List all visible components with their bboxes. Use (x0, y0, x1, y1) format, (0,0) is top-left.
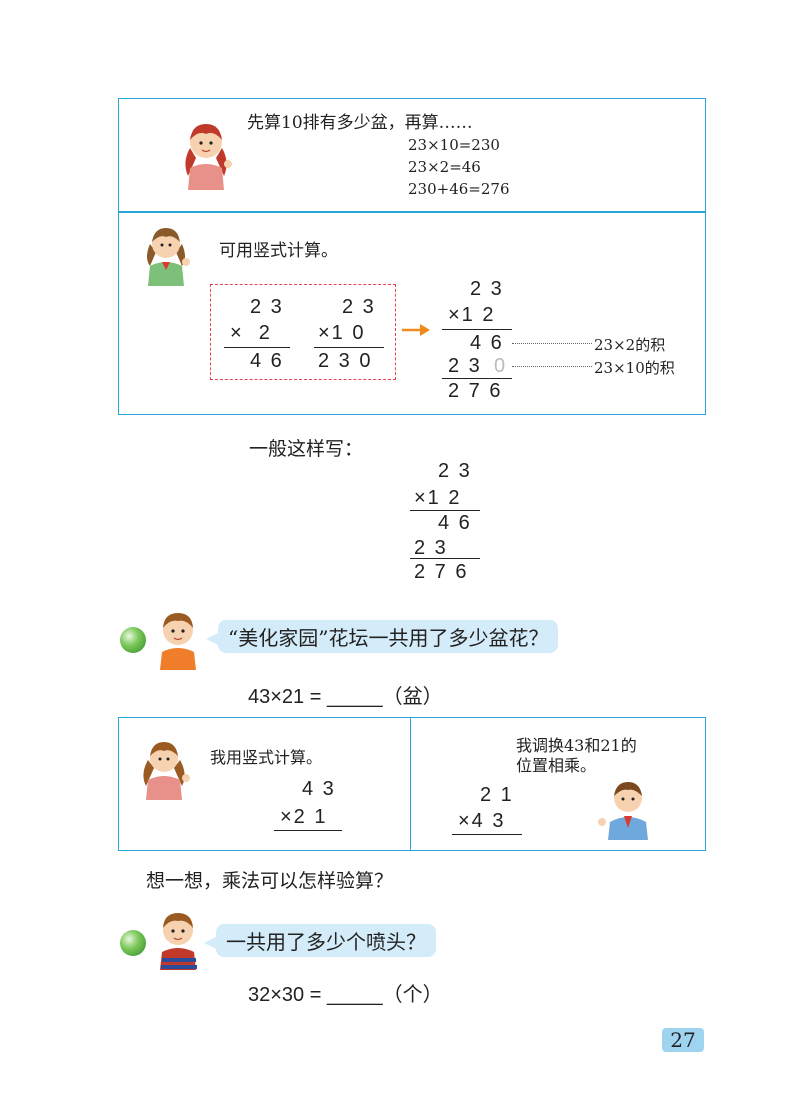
question2-equation: 32×30 = _____（个） (248, 984, 443, 1006)
general-row1: 4 6 (438, 512, 472, 534)
dashed-right-result: 2 3 0 (318, 350, 373, 372)
example-box-3 (118, 717, 706, 851)
box3-left-top: 4 3 (302, 778, 336, 800)
dashed-left-top: 2 3 (250, 296, 284, 318)
globe-icon-2 (120, 930, 146, 956)
vertical-rule-1 (442, 329, 512, 330)
boy-illustration-1 (152, 608, 204, 674)
box3-right-note-2: 位置相乘。 (516, 756, 597, 775)
box3-left-mid: ×2 1 (280, 806, 328, 828)
box2-note: 可用竖式计算。 (219, 241, 338, 261)
girl-illustration-3 (136, 736, 192, 804)
box1-eq1: 23×10=230 (408, 136, 500, 154)
general-mid: ×1 2 (414, 487, 462, 509)
dashed-left-result: 4 6 (250, 350, 284, 372)
box1-eq3: 230+46=276 (408, 180, 510, 198)
question-bubble-2: 一共用了多少个喷头？ (204, 924, 436, 957)
vertical-mid: ×1 2 (448, 304, 496, 326)
box3-right-mid: ×4 3 (458, 810, 506, 832)
arrow-icon (402, 322, 430, 341)
general-title: 一般这样写： (249, 438, 364, 460)
page-number: 27 (662, 1028, 704, 1052)
general-row2: 2 3 (414, 537, 448, 559)
label-23x10: 23×10的积 (594, 359, 675, 377)
dashed-right-rule (314, 347, 384, 348)
box1-eq2: 23×2=46 (408, 158, 481, 176)
dashed-left-mid: × 2 (230, 322, 272, 344)
vertical-sum: 2 7 6 (448, 380, 503, 402)
vertical-row2: 2 3 (448, 355, 482, 377)
think-prompt: 想一想，乘法可以怎样验算？ (146, 870, 394, 892)
box3-divider (410, 717, 411, 851)
girl-illustration-1 (176, 118, 236, 194)
vertical-rule-2 (442, 378, 512, 379)
dashed-calculation-box (210, 284, 396, 380)
globe-icon (120, 627, 146, 653)
box3-left-rule (274, 830, 342, 831)
example-box-1 (118, 98, 706, 212)
dotted-leader-1 (512, 343, 592, 344)
question-bubble-1: “美化家园”花坛一共用了多少盆花？ (205, 620, 559, 653)
box3-right-top: 2 1 (480, 784, 514, 806)
vertical-row1: 4 6 (470, 332, 504, 354)
box3-left-note: 我用竖式计算。 (210, 748, 323, 767)
vertical-row2-zero: 0 (494, 355, 508, 377)
general-rule-2 (410, 558, 480, 559)
box1-note: 先算10排有多少盆，再算…… (247, 113, 473, 133)
question1-equation: 43×21 = _____（盆） (248, 686, 443, 708)
label-23x2: 23×2的积 (594, 336, 666, 354)
boy-illustration-3 (152, 908, 204, 974)
dashed-right-mid: ×1 0 (318, 322, 366, 344)
dashed-left-rule (224, 347, 290, 348)
box3-right-rule (452, 834, 522, 835)
dashed-right-top: 2 3 (342, 296, 376, 318)
dotted-leader-2 (512, 366, 592, 367)
box3-right-note-1: 我调换43和21的 (516, 736, 637, 755)
boy-illustration-2 (596, 778, 656, 844)
example-box-2 (118, 212, 706, 415)
girl-illustration-2 (138, 222, 194, 290)
vertical-top: 2 3 (470, 278, 504, 300)
general-sum: 2 7 6 (414, 561, 469, 583)
general-rule-1 (410, 510, 480, 511)
general-top: 2 3 (438, 460, 472, 482)
